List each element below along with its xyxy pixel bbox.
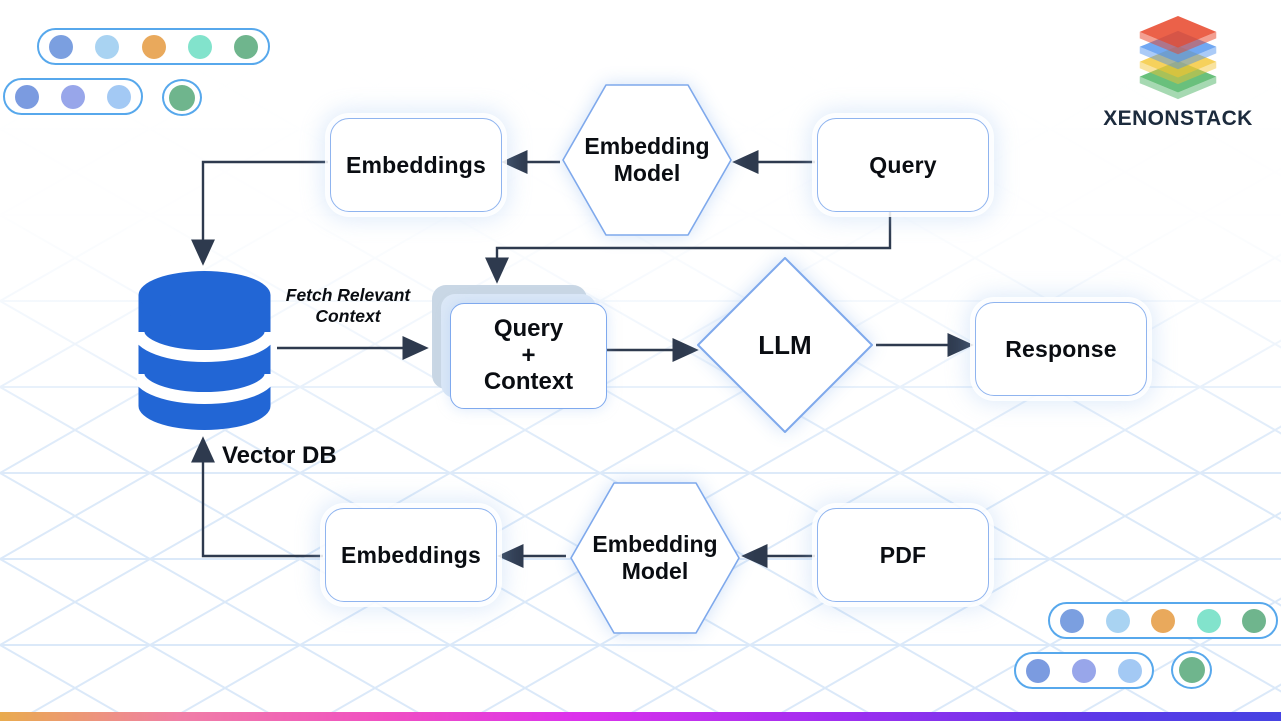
vector-dot (1026, 658, 1050, 683)
node-response: Response (975, 302, 1147, 396)
vector-dot (1060, 608, 1084, 633)
vector-dot (1072, 658, 1096, 683)
node-embeddings-top: Embeddings (330, 118, 502, 212)
vector-dot (95, 34, 120, 59)
vector-dot (187, 34, 212, 59)
node-query: Query (817, 118, 989, 212)
vector-pill-3 (3, 78, 143, 115)
vector-pill-5 (1048, 602, 1278, 639)
vector-dot (141, 34, 166, 59)
node-embeddings-bottom: Embeddings (325, 508, 497, 602)
vector-dot (1196, 608, 1221, 633)
query-label: Query (869, 151, 937, 178)
vector-dot (107, 84, 131, 109)
vector-dot (49, 34, 73, 59)
llm-label: LLM (758, 329, 812, 360)
vector-dot (1105, 608, 1130, 633)
vector-pill-3 (1014, 652, 1154, 689)
embedding-model-top-label: Embedding Model (584, 132, 710, 186)
vector-pill-5 (37, 28, 270, 65)
hexagon-shape (570, 482, 740, 634)
embeddings-bottom-label: Embeddings (340, 541, 481, 568)
vector-dot (1118, 658, 1142, 683)
vector-dot (61, 84, 85, 109)
node-embedding-model-top: Embedding Model (562, 84, 732, 236)
vector-ring (162, 79, 202, 116)
vector-dot (1151, 608, 1175, 633)
response-label: Response (1005, 335, 1117, 362)
vector-ring (1171, 651, 1212, 689)
vector-dot (1178, 657, 1205, 683)
vector-dot (1242, 608, 1266, 633)
xenonstack-logo: XENONSTACK (1096, 16, 1260, 131)
node-llm: LLM (695, 255, 875, 435)
diamond-shape (697, 257, 873, 433)
vector-dot (15, 84, 39, 109)
gradient-accent-bar (0, 712, 1281, 721)
logo-wordmark: XENONSTACK (1103, 107, 1253, 130)
vector-db-label: Vector DB (222, 442, 337, 469)
pdf-label: PDF (879, 541, 927, 568)
embeddings-top-label: Embeddings (345, 151, 486, 178)
node-query-context: Query + Context (450, 303, 607, 409)
embedding-model-bottom-label: Embedding Model (592, 530, 718, 584)
database-icon (137, 271, 272, 430)
vector-db (137, 270, 272, 432)
node-embedding-model-bottom: Embedding Model (570, 482, 740, 634)
vector-dot (234, 34, 258, 59)
node-pdf: PDF (817, 508, 989, 602)
fetch-context-label: Fetch Relevant Context (285, 285, 411, 326)
vector-dot (169, 84, 195, 111)
logo-stack-icon (1139, 16, 1217, 100)
